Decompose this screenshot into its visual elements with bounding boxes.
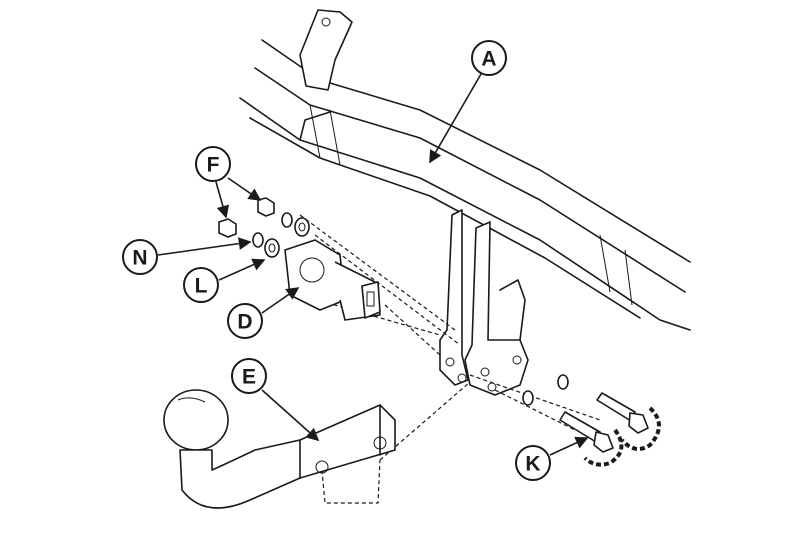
svg-text:L: L <box>195 275 208 298</box>
svg-text:K: K <box>525 453 540 476</box>
side-brackets <box>439 209 529 396</box>
leader-lines <box>157 73 589 456</box>
nut-lower <box>218 218 237 238</box>
svg-text:D: D <box>237 311 252 334</box>
tow-ball-assembly <box>163 389 396 509</box>
svg-text:N: N <box>132 247 147 270</box>
crossmember-beam <box>239 9 691 331</box>
svg-text:A: A <box>481 48 496 71</box>
svg-text:F: F <box>207 154 220 177</box>
callout-n: N <box>122 239 158 275</box>
callout-d: D <box>227 303 263 339</box>
callout-k: K <box>515 445 551 481</box>
socket-bracket <box>284 239 381 321</box>
bolts <box>522 374 661 467</box>
callout-l: L <box>183 267 219 303</box>
nuts-and-washers <box>218 197 310 258</box>
svg-text:E: E <box>242 366 256 389</box>
nut-upper <box>257 197 275 217</box>
callout-e: E <box>231 358 267 394</box>
callout-a: A <box>471 40 507 76</box>
callout-f: F <box>195 146 231 182</box>
